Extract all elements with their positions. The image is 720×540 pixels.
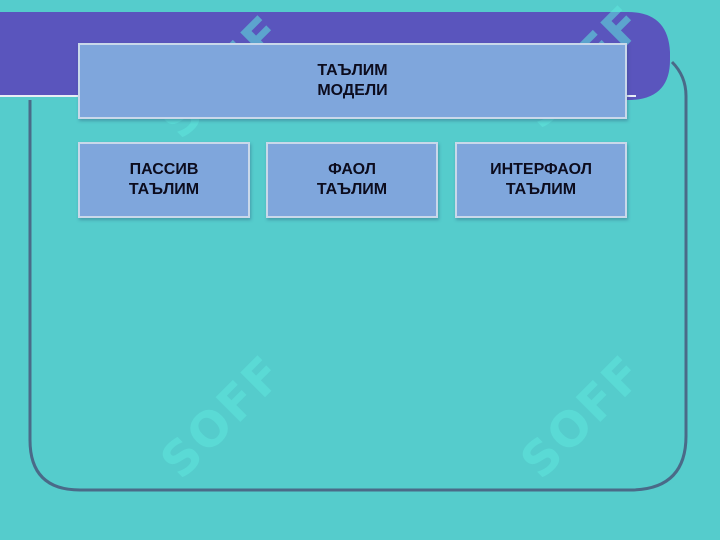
active-learning-box: ФАОЛ ТАЪЛИМ bbox=[266, 142, 438, 218]
box-line: ИНТЕРФАОЛ bbox=[490, 161, 592, 178]
box-line: ФАОЛ bbox=[328, 161, 376, 178]
title-line-2: МОДЕЛИ bbox=[317, 82, 388, 99]
content-frame bbox=[28, 60, 688, 492]
box-line: ТАЪЛИМ bbox=[505, 181, 577, 198]
passive-learning-box: ПАССИВ ТАЪЛИМ bbox=[78, 142, 250, 218]
box-line: ПАССИВ bbox=[129, 161, 199, 178]
title-box: ТАЪЛИМ МОДЕЛИ bbox=[78, 43, 627, 119]
interactive-learning-box: ИНТЕРФАОЛ ТАЪЛИМ bbox=[455, 142, 627, 218]
title-line-1: ТАЪЛИМ bbox=[317, 62, 388, 79]
box-line: ТАЪЛИМ bbox=[316, 181, 388, 198]
box-line: ТАЪЛИМ bbox=[128, 181, 200, 198]
